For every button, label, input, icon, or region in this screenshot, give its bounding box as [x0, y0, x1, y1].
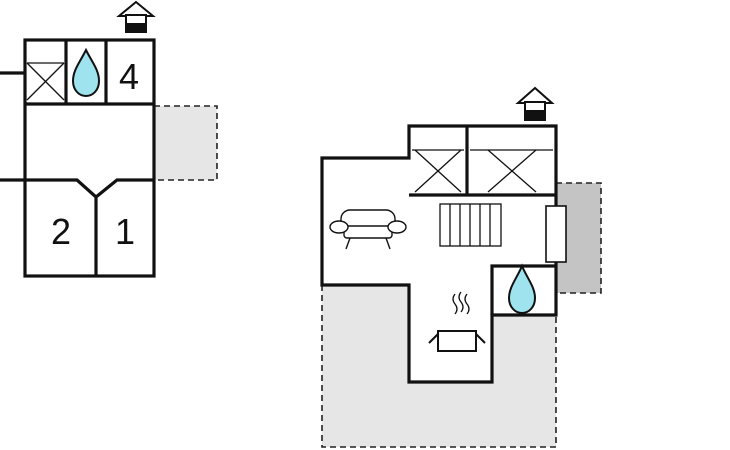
storage-box: [470, 149, 553, 193]
sofa-icon: [329, 209, 407, 250]
fireplace-icon: [545, 205, 567, 263]
room-number-4: 4: [119, 56, 139, 97]
bathroom-drop-icon: [507, 263, 537, 315]
left-outer-wall: [23, 38, 156, 278]
entrance-icon: [116, 0, 156, 33]
storage-box: [26, 62, 65, 101]
room-number-2: 2: [51, 211, 71, 252]
bathroom-room: [490, 263, 556, 315]
entrance-icon: [515, 86, 555, 121]
bathroom-drop-icon: [71, 47, 101, 98]
storage-box: [412, 149, 464, 193]
stairs-icon: [439, 203, 502, 247]
left-terrace: [153, 105, 218, 181]
room-number-1: 1: [115, 211, 135, 252]
right-floor-plan: [320, 86, 602, 448]
cooking-pot-icon: [428, 291, 486, 352]
left-floor-plan: 4 2 1: [0, 0, 218, 278]
